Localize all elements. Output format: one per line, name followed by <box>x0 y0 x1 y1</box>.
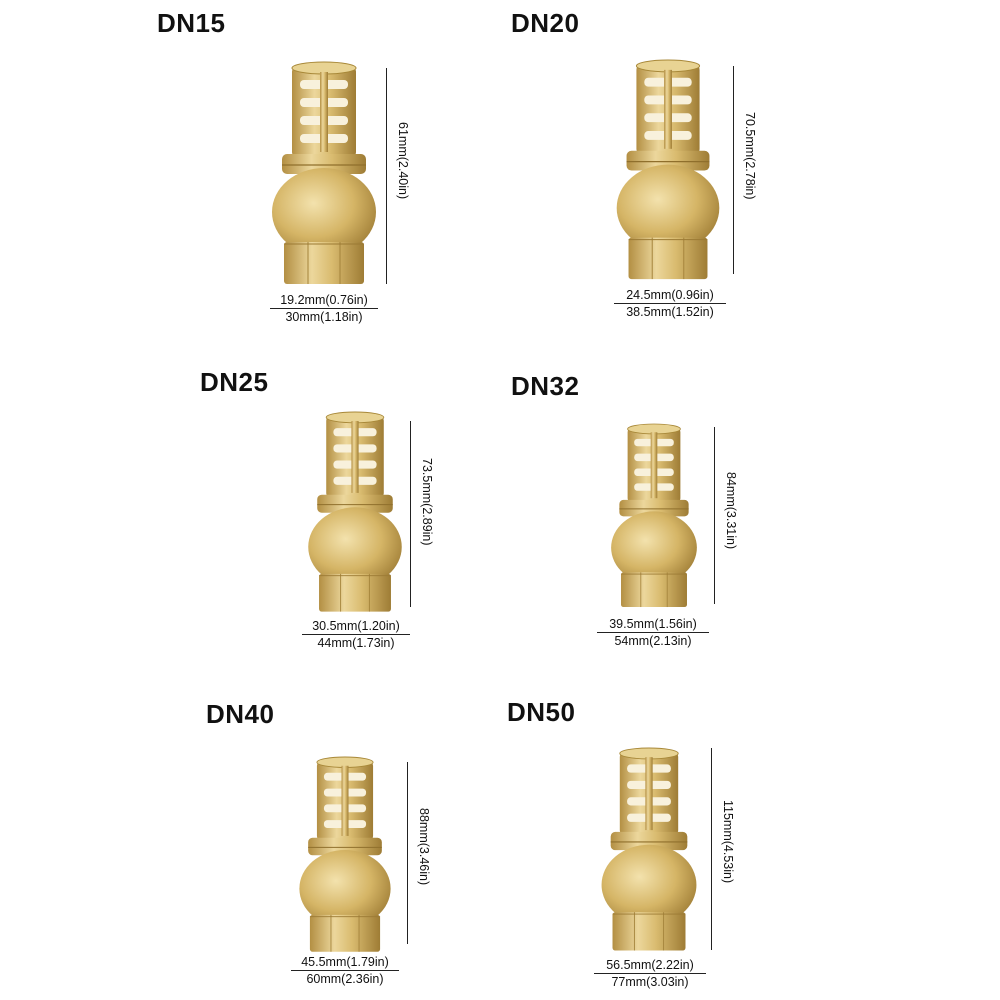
width-dim-dn15: 19.2mm(0.76in) 30mm(1.18in) <box>268 293 380 324</box>
height-dim-dn25: 73.5mm(2.89in) <box>420 458 434 546</box>
width-rule-dn25 <box>302 634 410 635</box>
height-dim-dn40: 88mm(3.46in) <box>417 808 431 886</box>
valve-image-dn15 <box>271 61 377 285</box>
outer-diameter-dn50: 77mm(3.03in) <box>611 975 689 989</box>
inner-diameter-dn25: 30.5mm(1.20in) <box>312 619 400 633</box>
height-rule-dn25 <box>410 421 411 607</box>
height-rule-dn40 <box>407 762 408 944</box>
height-rule-dn50 <box>711 748 712 950</box>
width-rule-dn32 <box>597 632 709 633</box>
outer-diameter-dn40: 60mm(2.36in) <box>306 972 384 986</box>
width-rule-dn20 <box>614 303 726 304</box>
height-rule-dn20 <box>733 66 734 274</box>
inner-diameter-dn40: 45.5mm(1.79in) <box>301 955 389 969</box>
height-rule-dn15 <box>386 68 387 284</box>
width-rule-dn40 <box>291 970 399 971</box>
height-dim-dn32: 84mm(3.31in) <box>724 472 738 550</box>
valve-image-dn25 <box>307 411 403 613</box>
width-dim-dn32: 39.5mm(1.56in) 54mm(2.13in) <box>594 617 712 648</box>
size-label-dn25: DN25 <box>200 367 269 397</box>
valve-image-dn50 <box>601 747 697 952</box>
size-label-dn40: DN40 <box>206 699 275 729</box>
outer-diameter-dn25: 44mm(1.73in) <box>317 636 395 650</box>
outer-diameter-dn15: 30mm(1.18in) <box>285 310 363 324</box>
size-label-dn20: DN20 <box>511 8 580 38</box>
height-rule-dn32 <box>714 427 715 604</box>
height-dim-dn15: 61mm(2.40in) <box>396 122 410 200</box>
outer-diameter-dn32: 54mm(2.13in) <box>614 634 692 648</box>
size-label-dn50: DN50 <box>507 697 576 727</box>
width-dim-dn20: 24.5mm(0.96in) 38.5mm(1.52in) <box>612 288 728 319</box>
valve-image-dn32 <box>610 423 698 608</box>
inner-diameter-dn50: 56.5mm(2.22in) <box>606 958 694 972</box>
width-rule-dn50 <box>594 973 706 974</box>
width-dim-dn25: 30.5mm(1.20in) 44mm(1.73in) <box>298 619 414 650</box>
width-rule-dn15 <box>270 308 378 309</box>
valve-image-dn20 <box>616 59 720 280</box>
outer-diameter-dn20: 38.5mm(1.52in) <box>626 305 714 319</box>
width-dim-dn40: 45.5mm(1.79in) 60mm(2.36in) <box>284 955 406 986</box>
size-label-dn32: DN32 <box>511 371 580 401</box>
width-dim-dn50: 56.5mm(2.22in) 77mm(3.03in) <box>588 958 712 989</box>
size-label-dn15: DN15 <box>157 8 226 38</box>
inner-diameter-dn32: 39.5mm(1.56in) <box>609 617 697 631</box>
valve-image-dn40 <box>298 756 392 953</box>
inner-diameter-dn20: 24.5mm(0.96in) <box>626 288 714 302</box>
height-dim-dn50: 115mm(4.53in) <box>721 800 735 884</box>
inner-diameter-dn15: 19.2mm(0.76in) <box>280 293 368 307</box>
height-dim-dn20: 70.5mm(2.78in) <box>743 112 757 200</box>
